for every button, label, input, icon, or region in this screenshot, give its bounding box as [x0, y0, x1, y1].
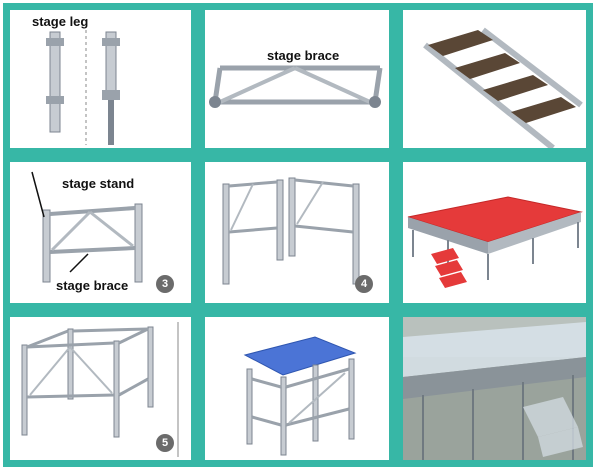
panel-red-stage: [396, 155, 593, 310]
panel-stairs: [396, 3, 593, 155]
panel-number-badge: 5: [156, 434, 174, 452]
blue-stage-illustration: [243, 336, 357, 456]
panel-stage-stands: 4: [198, 155, 396, 310]
stage-brace-illustration: [209, 65, 383, 108]
stage-stand-illustration: [31, 171, 143, 283]
panel-cube-frame: 5: [3, 310, 198, 467]
stairs-illustration: [423, 27, 583, 148]
panel-number-badge: 4: [355, 275, 373, 293]
stage-brace-label: stage brace: [267, 48, 340, 63]
panel-stage-stand: stage stand stage brace 3: [3, 155, 198, 310]
stage-leg-label: stage leg: [32, 14, 89, 29]
stage-leg-illustration: [46, 30, 120, 145]
stage-stand-label: stage stand: [62, 176, 135, 191]
red-stage-illustration: [407, 196, 583, 288]
panel-glass-stage-photo: [396, 310, 593, 467]
stage-stands-illustration: [222, 177, 360, 285]
panel-blue-stage: [198, 310, 396, 467]
cube-frame-illustration: [21, 322, 179, 457]
stage-brace-callout-label: stage brace: [56, 278, 129, 293]
glass-stage-photo: [403, 317, 586, 460]
panel-stage-leg: stage leg: [3, 3, 198, 155]
panel-stage-brace: stage brace: [198, 3, 396, 155]
panel-number-badge: 3: [156, 275, 174, 293]
